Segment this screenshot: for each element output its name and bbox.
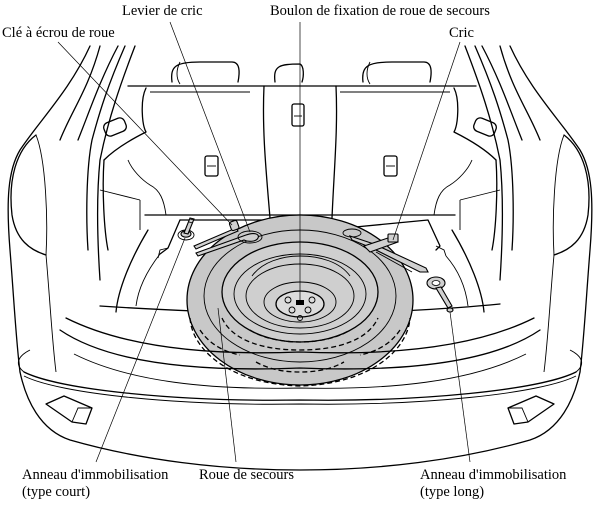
rear-bumper bbox=[17, 317, 583, 471]
label-wheel-nut-wrench: Clé à écrou de roue bbox=[2, 25, 115, 41]
wheel-nut-wrench bbox=[193, 219, 240, 250]
jack-lever bbox=[195, 230, 263, 257]
jack bbox=[342, 228, 429, 273]
leader-wheel-nut-wrench bbox=[57, 41, 233, 226]
reflector-right bbox=[507, 395, 555, 425]
label-jack-lever: Levier de cric bbox=[122, 3, 203, 19]
leader-tie-down-short bbox=[95, 237, 186, 463]
label-tie-down-long: Anneau d'immobilisation (type long) bbox=[420, 467, 566, 501]
car-body bbox=[7, 45, 593, 373]
label-tie-down-short-line2: (type court) bbox=[22, 484, 91, 500]
label-tie-down-long-line1: Anneau d'immobilisation bbox=[420, 467, 567, 483]
reflector-left bbox=[45, 395, 93, 425]
rear-seats bbox=[127, 61, 477, 219]
wheel-hub bbox=[284, 296, 316, 321]
label-spare-fixing-bolt: Boulon de fixation de roue de secours bbox=[270, 3, 490, 19]
label-tie-down-long-line2: (type long) bbox=[420, 484, 485, 500]
label-tie-down-short-line1: Anneau d'immobilisation bbox=[22, 467, 169, 483]
label-jack: Cric bbox=[449, 25, 474, 41]
tie-down-eye-short bbox=[177, 217, 195, 241]
label-tie-down-short: Anneau d'immobilisation (type court) bbox=[22, 467, 168, 501]
leader-jack bbox=[392, 41, 461, 241]
leader-tie-down-long bbox=[449, 311, 471, 463]
leader-spare-wheel bbox=[217, 307, 237, 463]
label-spare-wheel: Roue de secours bbox=[199, 467, 295, 483]
leader-jack-lever bbox=[169, 21, 251, 233]
side-trim bbox=[99, 87, 501, 251]
leader-lines bbox=[57, 21, 471, 463]
tie-down-eye-long bbox=[426, 276, 454, 313]
